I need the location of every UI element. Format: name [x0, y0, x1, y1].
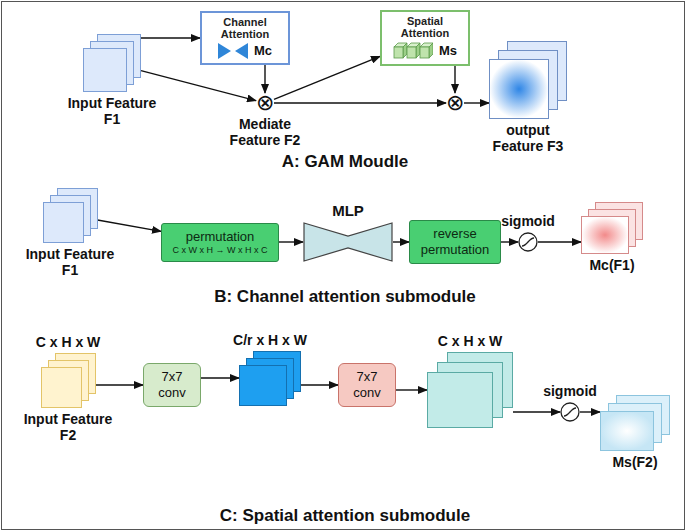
stack-icon	[427, 352, 513, 428]
stack-icon	[41, 353, 96, 408]
sigmoid-icon	[518, 232, 538, 252]
mlp-node: MLP	[303, 203, 393, 262]
feature-stack	[83, 34, 141, 92]
stack-icon	[43, 188, 98, 243]
node-text: 7x7 conv	[345, 369, 389, 401]
arrow-connector	[301, 384, 338, 385]
bowtie-icon	[218, 43, 248, 59]
feature-stack	[427, 352, 513, 428]
input-feature: C x H x W Input Feature F2	[22, 334, 114, 443]
input-feature: Input Feature F1	[66, 34, 158, 127]
arrow-connector	[454, 66, 455, 93]
arrow-connector	[580, 411, 600, 412]
arrow-connector	[141, 37, 200, 38]
panel-title: B: Channel attention submodule	[145, 286, 545, 308]
icon-row: Mc	[206, 43, 284, 59]
output-feature: output Feature F3	[482, 41, 574, 154]
stack-icon	[239, 351, 301, 406]
node-text: C/r x H x W	[233, 332, 307, 348]
stack-icon	[581, 202, 643, 254]
attention-map: Mc(F1)	[581, 202, 643, 273]
conv-box: 7x7 conv	[143, 363, 201, 407]
multiply-node: ⊗	[446, 93, 464, 113]
node-text: 7x7 conv	[150, 369, 194, 401]
arrow-connector	[98, 220, 162, 231]
node-text: MLP	[332, 203, 364, 219]
node-text: C x H x W	[36, 334, 101, 350]
arrow-connector	[393, 241, 409, 242]
icon-row: Ms	[386, 42, 464, 60]
bowtie-icon	[303, 222, 393, 262]
feature-stack	[239, 351, 301, 406]
node-text: Input Feature F2	[22, 411, 114, 443]
arrow-connector	[501, 241, 518, 242]
node-text: C x H x W	[438, 333, 503, 349]
arrow-connector	[96, 384, 144, 385]
node-text: ⊗	[256, 93, 274, 113]
sigmoid-circle	[560, 402, 580, 422]
arrow-connector	[464, 102, 489, 103]
arrow-connector	[538, 241, 581, 242]
node-text: Mediate Feature F2	[219, 116, 311, 148]
node-text: Input Feature F1	[24, 246, 116, 278]
panel-title: C: Spatial attention submodule	[145, 505, 545, 527]
arrow-connector	[396, 389, 427, 390]
node-text: Input Feature F1	[66, 95, 158, 127]
input-feature: Input Feature F1	[24, 188, 116, 278]
node-text: reverse permutation	[416, 226, 494, 258]
node-text: sigmoid	[501, 213, 555, 229]
panel-title: A: GAM Moudle	[145, 151, 545, 173]
arrow-connector	[201, 377, 239, 378]
arrow-connector	[279, 241, 303, 242]
sigmoid-node: sigmoid	[501, 213, 555, 252]
conv-box: 7x7 conv	[338, 363, 396, 407]
channel-attention-box: Channel AttentionMc	[200, 11, 290, 65]
spatial-attention-box: Spatial AttentionMs	[380, 10, 470, 66]
node-text: permutation	[186, 229, 255, 245]
node-text: C x W x H → W x H x C	[173, 245, 268, 256]
attention-map: Ms(F2)	[600, 395, 670, 470]
arrow-connector	[274, 102, 446, 103]
node-text: Mc	[254, 43, 272, 59]
stack-icon	[489, 41, 567, 119]
multiply-node: ⊗ Mediate Feature F2	[219, 93, 311, 148]
node-text: Ms	[439, 43, 457, 59]
stack-icon	[83, 34, 141, 92]
mlp-bowtie	[303, 222, 393, 262]
arrow-connector	[141, 71, 256, 101]
cube-icon	[393, 42, 433, 60]
sigmoid-icon	[560, 402, 580, 422]
feature-stack	[43, 188, 98, 243]
arrow-connector	[513, 411, 560, 412]
node-text: ⊗	[446, 93, 464, 113]
node-text: Spatial Attention	[386, 15, 464, 39]
reverse-permutation-box: reverse permutation	[409, 220, 501, 264]
feature-stack	[581, 202, 643, 254]
feature-stack	[489, 41, 567, 119]
stack-icon	[600, 395, 670, 451]
node-text: Ms(F2)	[612, 454, 657, 470]
node-text: Channel Attention	[206, 16, 284, 40]
node-text: sigmoid	[543, 383, 597, 399]
sigmoid-circle	[518, 232, 538, 252]
feature-stack	[41, 353, 96, 408]
reduced-feature: C/r x H x W	[233, 332, 307, 406]
arrow-connector	[264, 65, 265, 93]
node-text: Mc(F1)	[589, 257, 634, 273]
node-text: output Feature F3	[482, 122, 574, 154]
restored-feature: C x H x W	[427, 333, 513, 428]
permutation-box: permutationC x W x H → W x H x C	[161, 223, 279, 262]
sigmoid-node: sigmoid	[543, 383, 597, 422]
feature-stack	[600, 395, 670, 451]
